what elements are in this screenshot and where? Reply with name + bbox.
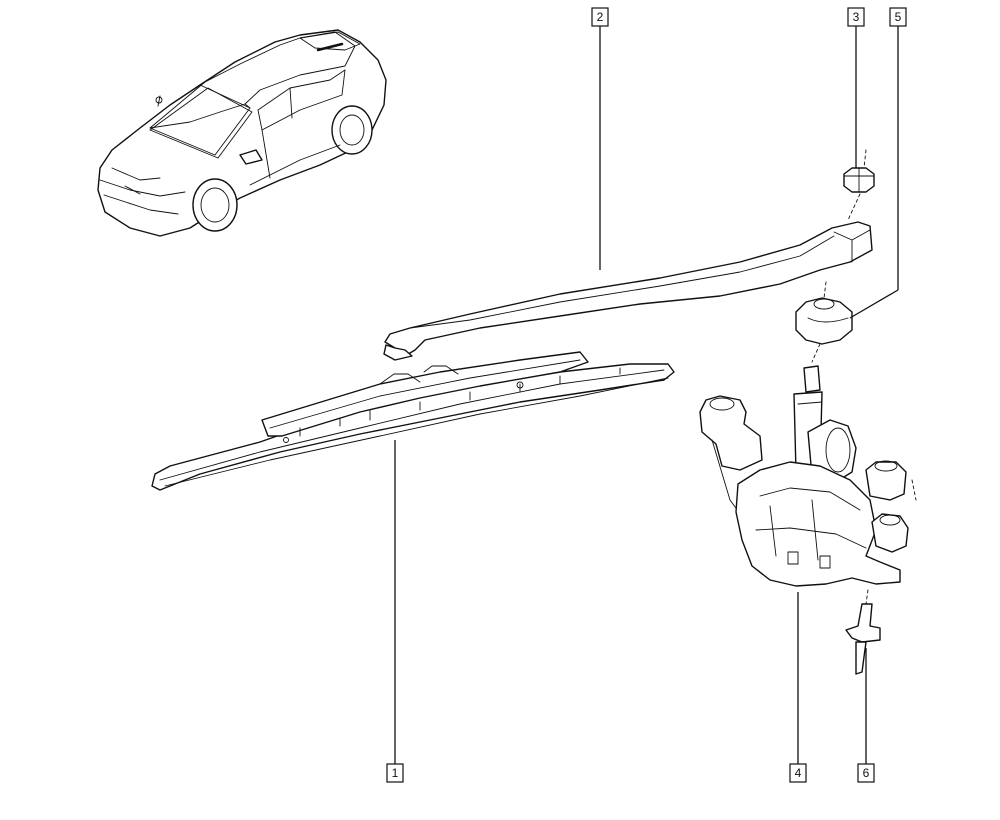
callout-2-label: 2 xyxy=(597,10,604,24)
callout-4-label: 4 xyxy=(795,766,802,780)
wiper-blade xyxy=(151,351,675,491)
callout-4: 4 xyxy=(789,763,807,783)
callout-1-label: 1 xyxy=(392,766,399,780)
bolt xyxy=(845,589,881,675)
wiper-arm xyxy=(383,221,873,361)
callout-3-label: 3 xyxy=(853,10,860,24)
callout-3: 3 xyxy=(847,7,865,27)
wiper-motor xyxy=(699,365,917,587)
callout-6-label: 6 xyxy=(863,766,870,780)
callout-1: 1 xyxy=(386,763,404,783)
callout-5: 5 xyxy=(889,7,907,27)
car-location-illustration xyxy=(97,29,387,237)
callout-2: 2 xyxy=(591,7,609,27)
grommet-seal xyxy=(795,281,853,363)
callout-5-label: 5 xyxy=(895,10,902,24)
leader-lines xyxy=(394,24,899,764)
callout-6: 6 xyxy=(857,763,875,783)
nut xyxy=(843,149,875,221)
